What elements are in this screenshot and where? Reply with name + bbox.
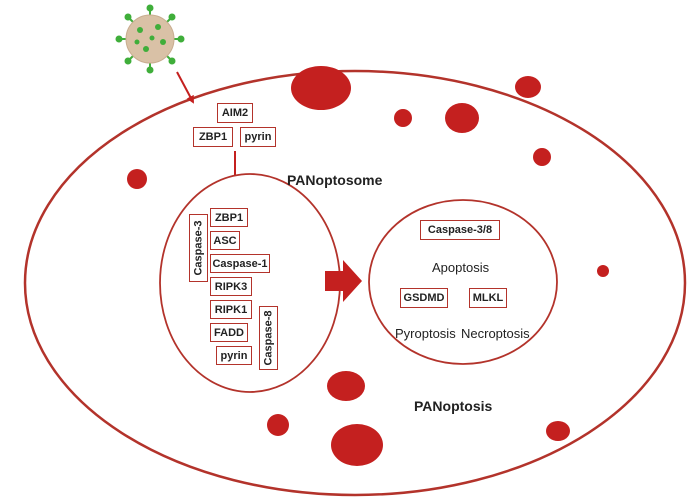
apoptosis-label: Apoptosis [432,260,490,275]
sensor-zbp1-label: ZBP1 [198,131,228,143]
sensor-pyrin-label: pyrin [244,131,272,143]
virus-to-sensors-arrow [176,71,194,104]
organelle-blobs [127,66,609,466]
panoptosome-title: PANoptosome [287,172,383,188]
pyroptosis-label: Pyroptosis [395,326,456,341]
complex-caspase-1: Caspase-1 [210,254,270,273]
mlkl-box: MLKL [469,288,507,308]
sensor-pyrin: pyrin [240,127,276,147]
caspase-3-box: Caspase-3 [189,214,208,282]
complex-ripk1: RIPK1 [210,300,252,319]
complex-ripk3-label: RIPK3 [214,280,248,293]
virus-icon [115,4,185,74]
caspase-3-8-box: Caspase-3/8 [420,220,500,240]
blob [127,169,147,189]
sensor-aim2-label: AIM2 [221,107,249,119]
blob [291,66,351,110]
caspase-3-8-label: Caspase-3/8 [427,224,493,236]
complex-asc-label: ASC [213,234,237,247]
complex-pyrin: pyrin [216,346,252,365]
necroptosis-label: Necroptosis [461,326,530,341]
complex-ripk3: RIPK3 [210,277,252,296]
caspase-8-label: Caspase-8 [262,310,275,366]
sensor-zbp1: ZBP1 [193,127,233,147]
executor-ellipse [368,199,558,365]
blob [597,265,609,277]
blob [331,424,383,466]
caspase-8-box: Caspase-8 [259,306,278,370]
blob [546,421,570,441]
complex-pyrin-label: pyrin [220,349,248,362]
mlkl-label: MLKL [472,292,504,304]
gsdmd-box: GSDMD [400,288,448,308]
arrow-right-icon [325,260,362,302]
blob [533,148,551,166]
complex-caspase-1-label: Caspase-1 [212,257,268,270]
panoptosis-title: PANoptosis [414,398,493,414]
caspase-3-label: Caspase-3 [192,220,205,276]
blob [267,414,289,436]
complex-zbp1: ZBP1 [210,208,248,227]
complex-fadd-label: FADD [214,326,244,339]
blob [445,103,479,133]
complex-ripk1-label: RIPK1 [214,303,248,316]
complex-zbp1-label: ZBP1 [214,211,244,224]
blob [327,371,365,401]
gsdmd-label: GSDMD [403,292,445,304]
sensor-aim2: AIM2 [217,103,253,123]
complex-asc: ASC [210,231,240,250]
blob [515,76,541,98]
blob [394,109,412,127]
complex-fadd: FADD [210,323,248,342]
